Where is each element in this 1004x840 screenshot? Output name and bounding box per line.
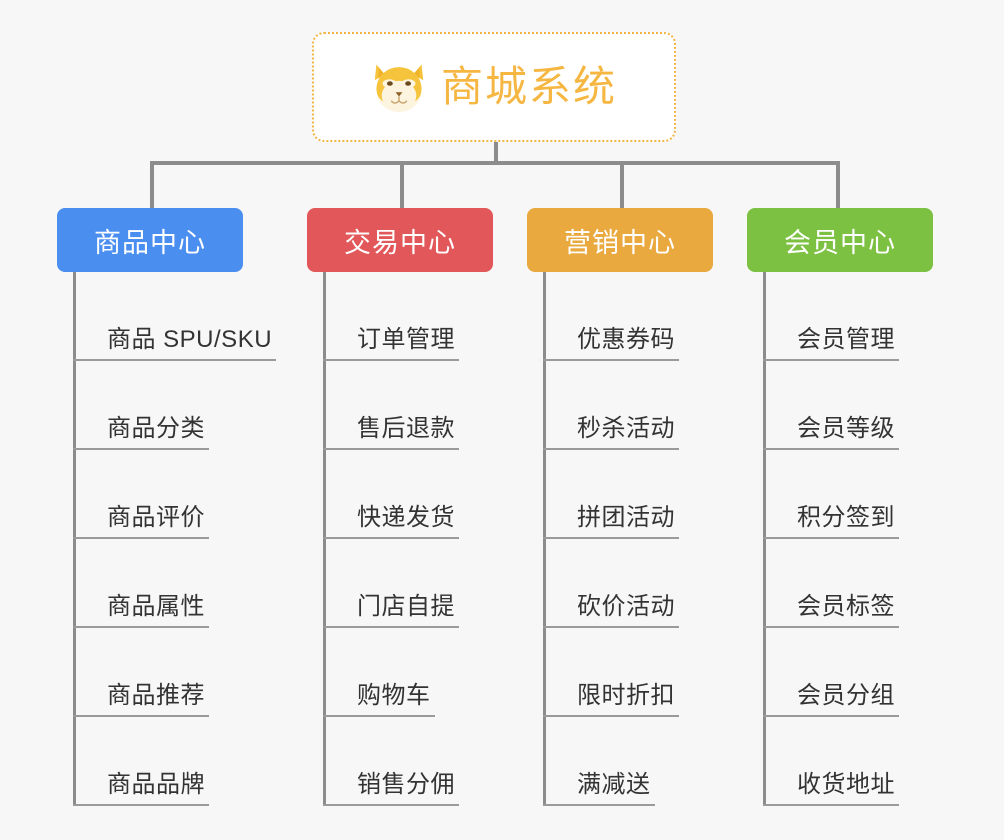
leaf-item-label: 销售分佣 <box>357 771 455 798</box>
leaf-item-label: 购物车 <box>357 682 431 709</box>
leaf-item[interactable]: 商品品牌 <box>73 717 276 806</box>
leaf-item[interactable]: 商品推荐 <box>73 628 276 717</box>
category-label: 营销中心 <box>564 227 676 258</box>
category-header-3[interactable]: 营销中心 <box>527 208 713 272</box>
leaf-item[interactable]: 收货地址 <box>763 717 899 806</box>
leaf-item-label: 商品分类 <box>107 415 205 442</box>
leaf-item-label: 商品推荐 <box>107 682 205 709</box>
leaf-item-label: 商品评价 <box>107 504 205 531</box>
leaf-item[interactable]: 会员等级 <box>763 361 899 450</box>
connector-root-stem <box>494 142 498 165</box>
root-title: 商城系统 <box>440 63 617 110</box>
leaf-item-label: 砍价活动 <box>577 593 675 620</box>
leaf-item-label: 积分签到 <box>797 504 895 531</box>
leaf-item-underline: 拼团活动 <box>543 497 679 539</box>
leaf-item-label: 秒杀活动 <box>577 415 675 442</box>
leaf-item[interactable]: 销售分佣 <box>323 717 459 806</box>
leaf-item-label: 订单管理 <box>357 326 455 353</box>
leaf-item-underline: 商品属性 <box>73 586 209 628</box>
leaf-item[interactable]: 积分签到 <box>763 450 899 539</box>
leaf-item[interactable]: 会员标签 <box>763 539 899 628</box>
leaf-item[interactable]: 砍价活动 <box>543 539 679 628</box>
leaf-item-label: 会员等级 <box>797 415 895 442</box>
leaf-item-underline: 快递发货 <box>323 497 459 539</box>
leaf-item[interactable]: 限时折扣 <box>543 628 679 717</box>
leaf-item[interactable]: 商品属性 <box>73 539 276 628</box>
leaf-item[interactable]: 优惠券码 <box>543 272 679 361</box>
connector-drop-4 <box>836 161 840 209</box>
leaf-item[interactable]: 会员分组 <box>763 628 899 717</box>
leaf-item-underline: 商品 SPU/SKU <box>73 319 277 361</box>
leaf-item[interactable]: 商品评价 <box>73 450 276 539</box>
leaf-item[interactable]: 门店自提 <box>323 539 459 628</box>
leaf-list-2: 订单管理售后退款快递发货门店自提购物车销售分佣 <box>323 272 459 806</box>
leaf-item[interactable]: 订单管理 <box>323 272 459 361</box>
leaf-item-underline: 订单管理 <box>323 319 459 361</box>
leaf-item-underline: 优惠券码 <box>543 319 679 361</box>
leaf-item-underline: 商品品牌 <box>73 764 209 806</box>
leaf-item-underline: 秒杀活动 <box>543 408 679 450</box>
connector-drop-3 <box>620 161 624 209</box>
leaf-item-label: 会员标签 <box>797 593 895 620</box>
leaf-item-underline: 积分签到 <box>763 497 899 539</box>
category-header-1[interactable]: 商品中心 <box>57 208 243 272</box>
leaf-item[interactable]: 满减送 <box>543 717 679 806</box>
leaf-item-underline: 购物车 <box>323 675 435 717</box>
leaf-item-underline: 限时折扣 <box>543 675 679 717</box>
category-label: 商品中心 <box>94 227 206 258</box>
category-label: 会员中心 <box>784 227 896 258</box>
connector-drop-2 <box>400 161 404 209</box>
leaf-item[interactable]: 拼团活动 <box>543 450 679 539</box>
category-spine-4 <box>763 272 766 806</box>
leaf-item-label: 商品品牌 <box>107 771 205 798</box>
category-label: 交易中心 <box>344 227 456 258</box>
leaf-item-underline: 售后退款 <box>323 408 459 450</box>
leaf-item-underline: 砍价活动 <box>543 586 679 628</box>
leaf-item[interactable]: 售后退款 <box>323 361 459 450</box>
leaf-item-label: 优惠券码 <box>577 326 675 353</box>
leaf-item[interactable]: 快递发货 <box>323 450 459 539</box>
leaf-item-label: 拼团活动 <box>577 504 675 531</box>
leaf-item-underline: 会员标签 <box>763 586 899 628</box>
leaf-item-underline: 商品推荐 <box>73 675 209 717</box>
leaf-item-underline: 会员等级 <box>763 408 899 450</box>
category-header-2[interactable]: 交易中心 <box>307 208 493 272</box>
leaf-item-underline: 满减送 <box>543 764 655 806</box>
leaf-list-4: 会员管理会员等级积分签到会员标签会员分组收货地址 <box>763 272 899 806</box>
leaf-item-underline: 门店自提 <box>323 586 459 628</box>
leaf-item-label: 收货地址 <box>797 771 895 798</box>
category-spine-1 <box>73 272 76 806</box>
leaf-item-label: 快递发货 <box>357 504 455 531</box>
leaf-item[interactable]: 购物车 <box>323 628 459 717</box>
shiba-dog-face-icon <box>374 64 424 113</box>
leaf-item-label: 会员管理 <box>797 326 895 353</box>
leaf-item-underline: 会员分组 <box>763 675 899 717</box>
leaf-item-label: 商品属性 <box>107 593 205 620</box>
leaf-item[interactable]: 商品分类 <box>73 361 276 450</box>
connector-bus-bar <box>150 161 840 165</box>
leaf-item-label: 会员分组 <box>797 682 895 709</box>
connector-drop-1 <box>150 161 154 209</box>
category-spine-3 <box>543 272 546 806</box>
leaf-item-label: 售后退款 <box>357 415 455 442</box>
leaf-item-underline: 会员管理 <box>763 319 899 361</box>
leaf-item[interactable]: 会员管理 <box>763 272 899 361</box>
leaf-item-label: 限时折扣 <box>577 682 675 709</box>
leaf-item-underline: 收货地址 <box>763 764 899 806</box>
category-spine-2 <box>323 272 326 806</box>
leaf-item-underline: 商品评价 <box>73 497 209 539</box>
category-header-4[interactable]: 会员中心 <box>747 208 933 272</box>
leaf-item-underline: 商品分类 <box>73 408 209 450</box>
leaf-item[interactable]: 商品 SPU/SKU <box>73 272 277 361</box>
leaf-item-label: 商品 SPU/SKU <box>107 326 273 353</box>
leaf-item[interactable]: 秒杀活动 <box>543 361 679 450</box>
leaf-item-label: 满减送 <box>577 771 651 798</box>
leaf-item-underline: 销售分佣 <box>323 764 459 806</box>
leaf-list-1: 商品 SPU/SKU 商品分类商品评价商品属性商品推荐商品品牌 <box>73 272 277 806</box>
root-node[interactable]: 商城系统 <box>312 32 676 142</box>
leaf-item-label: 门店自提 <box>357 593 455 620</box>
leaf-list-3: 优惠券码秒杀活动拼团活动砍价活动限时折扣满减送 <box>543 272 679 806</box>
